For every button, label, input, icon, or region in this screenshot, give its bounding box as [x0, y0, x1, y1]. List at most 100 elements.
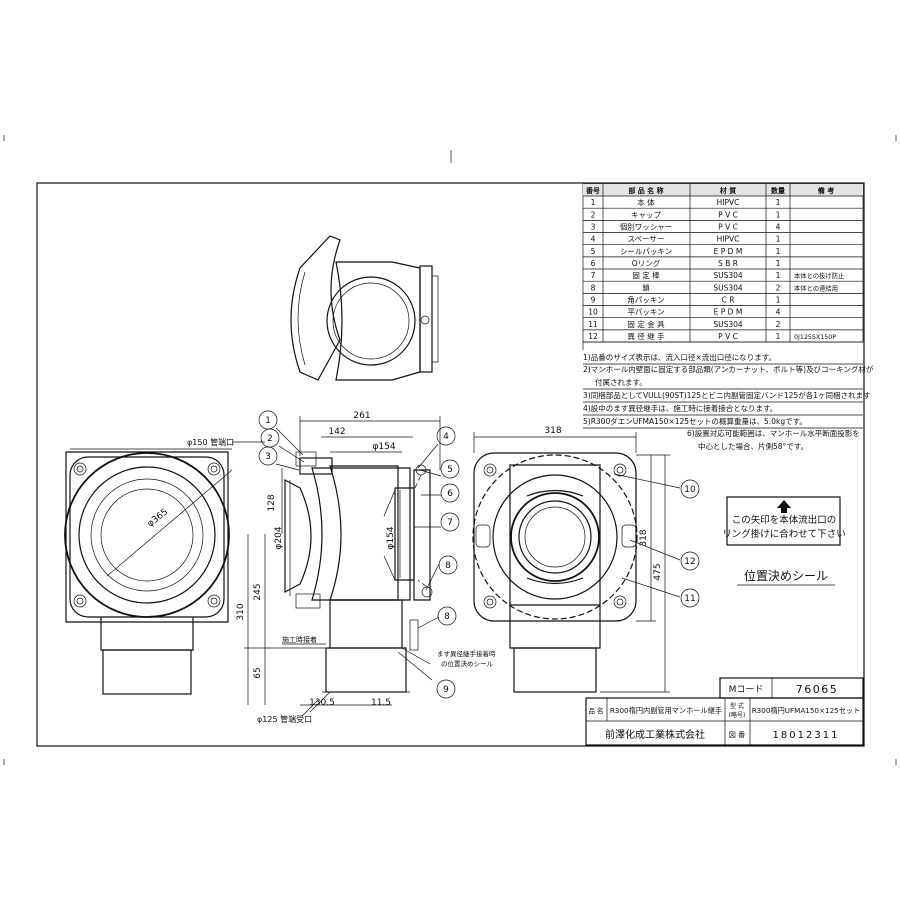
callout-10: 11 — [680, 588, 700, 608]
table-cell: 固 定 金 具 — [627, 319, 665, 329]
table-cell: 5 — [591, 247, 596, 256]
callout-4: 1 — [258, 410, 278, 430]
table-cell: E P D M — [714, 308, 743, 317]
svg-text:3: 3 — [265, 452, 271, 462]
table-cell: 1 — [776, 210, 781, 219]
side-view-right: 318 318 475 — [472, 426, 670, 693]
note-2a: 2)マンホール内壁面に固定する部品類(アンカーナット、ボルト等)及びコーキング材… — [583, 364, 874, 374]
dim-front-width: 261 — [353, 411, 370, 421]
sticker-line-1: この矢印を本体流出口の — [732, 514, 837, 526]
table-cell: 9 — [591, 296, 596, 305]
dim-b-130-5: 130.5 — [309, 698, 335, 708]
table-cell: S B R — [718, 259, 738, 268]
top-view — [290, 235, 439, 381]
table-cell: スペーサー — [628, 235, 665, 244]
table-header-no: 番号 — [585, 186, 600, 195]
svg-text:7: 7 — [447, 518, 453, 528]
dim-outlet-diameter-vertical: φ154 — [386, 526, 396, 549]
table-cell: 1 — [776, 247, 781, 256]
model-label-2: (略号) — [729, 711, 746, 719]
callout-11: 12 — [680, 551, 700, 571]
mcode-value: 76065 — [796, 683, 839, 696]
title-block: Mコード 76065 品 名 R300楕円内副管用マンホール継手 型 式 (略号… — [585, 677, 864, 746]
label-bottom-pipe: φ125 管端受口 — [257, 714, 312, 724]
table-cell: 4 — [776, 308, 781, 317]
table-cell: 1 — [776, 259, 781, 268]
table-cell: 4 — [776, 223, 781, 232]
table-cell: 1 — [776, 332, 781, 341]
dim-side-height-475: 475 — [653, 563, 663, 580]
table-cell: キャップ — [631, 210, 661, 219]
table-cell: 7 — [591, 271, 596, 280]
drawing-frame — [36, 182, 865, 747]
table-cell: 2 — [776, 283, 781, 292]
table-cell: HIPVC — [717, 235, 740, 244]
dim-inlet-diameter: φ204 — [274, 526, 284, 549]
svg-text:10: 10 — [684, 485, 696, 495]
positioning-sticker: この矢印を本体流出口の リング掛けに合わせて下さい 位置決めシール — [722, 496, 846, 586]
svg-text:6: 6 — [447, 489, 453, 499]
table-cell: 平パッキン — [627, 308, 664, 317]
table-cell: シールパッキン — [620, 247, 672, 256]
table-cell: SUS304 — [713, 320, 743, 329]
product-name: R300楕円内副管用マンホール継手 — [610, 706, 722, 715]
table-cell: 12 — [588, 332, 598, 341]
label-top-pipe: φ150 管端口 — [187, 437, 234, 447]
note-6b: 中心とした場合、片側58°です。 — [698, 441, 808, 451]
note-5: 5)R300ダエンUFMA150×125セットの概算重量は、5.0kgです。 — [583, 416, 807, 426]
table-cell: 本体との連結用 — [794, 283, 838, 292]
callout-8-upper: 6 — [440, 483, 460, 503]
table-cell: 3 — [591, 223, 596, 232]
table-cell: 本体との抜け防止 — [794, 271, 844, 280]
callout-2: 7 — [440, 512, 460, 532]
table-cell: 2 — [591, 210, 596, 219]
front-view-left: φ365 φ150 管端口 — [64, 437, 265, 695]
table-header-remarks: 備 考 — [818, 186, 834, 195]
dim-h-310: 310 — [236, 603, 246, 620]
svg-text:12: 12 — [684, 557, 695, 567]
table-cell: C R — [722, 296, 735, 305]
sheet-edge-marks — [3, 135, 897, 765]
table-cell: HIPVC — [717, 198, 740, 207]
callout-8-lower: 8 — [437, 606, 457, 626]
callout-9: 3 — [258, 446, 278, 466]
name-label: 品 名 — [588, 706, 603, 715]
note-6a: 6)設置対応可能範囲は、マンホール水平断面投影を — [687, 428, 860, 438]
table-header-name: 部 品 名 称 — [628, 186, 663, 195]
callout-1: 4 — [436, 426, 456, 446]
dim-outlet-diameter: φ154 — [372, 442, 395, 452]
table-cell: P V C — [718, 223, 738, 232]
callout-7: 8 — [438, 555, 458, 575]
table-cell: P V C — [718, 332, 738, 341]
dim-side-height-318: 318 — [639, 529, 649, 546]
drawing-number: 18012311 — [773, 730, 840, 741]
label-joint-note-1: ます異径継手接着時 — [437, 649, 496, 658]
label-joint-note-2: の位置決めシール — [441, 659, 494, 668]
table-cell: SUS304 — [713, 283, 743, 292]
dim-h-65: 65 — [253, 667, 263, 678]
section-view: 261 142 φ154 φ204 φ154 128 245 310 65 13… — [236, 411, 496, 724]
mcode-label: Mコード — [729, 685, 764, 695]
svg-text:11: 11 — [684, 594, 695, 604]
company-name: 前澤化成工業株式会社 — [605, 728, 705, 741]
table-cell: 1 — [776, 271, 781, 280]
table-cell: P V C — [718, 210, 738, 219]
table-cell: 6 — [591, 259, 596, 268]
table-cell: 11 — [588, 320, 598, 329]
table-cell: 1 — [591, 198, 596, 207]
table-cell: 異 径 継 手 — [627, 331, 665, 341]
svg-text:9: 9 — [443, 685, 449, 695]
table-cell: 角パッキン — [627, 295, 664, 305]
arrow-up-icon — [777, 500, 791, 513]
table-cell: E P D M — [714, 247, 743, 256]
table-cell: SUS304 — [713, 271, 743, 280]
svg-text:2: 2 — [267, 434, 273, 444]
label-construction-glue: 施工時接着 — [282, 635, 317, 644]
dim-h-128: 128 — [267, 494, 277, 511]
note-2b: 付属されます。 — [595, 377, 647, 387]
callout-5: 2 — [260, 428, 280, 448]
callout-leaders — [275, 427, 681, 681]
callout-6: 5 — [440, 459, 460, 479]
table-cell: 4 — [591, 235, 596, 244]
